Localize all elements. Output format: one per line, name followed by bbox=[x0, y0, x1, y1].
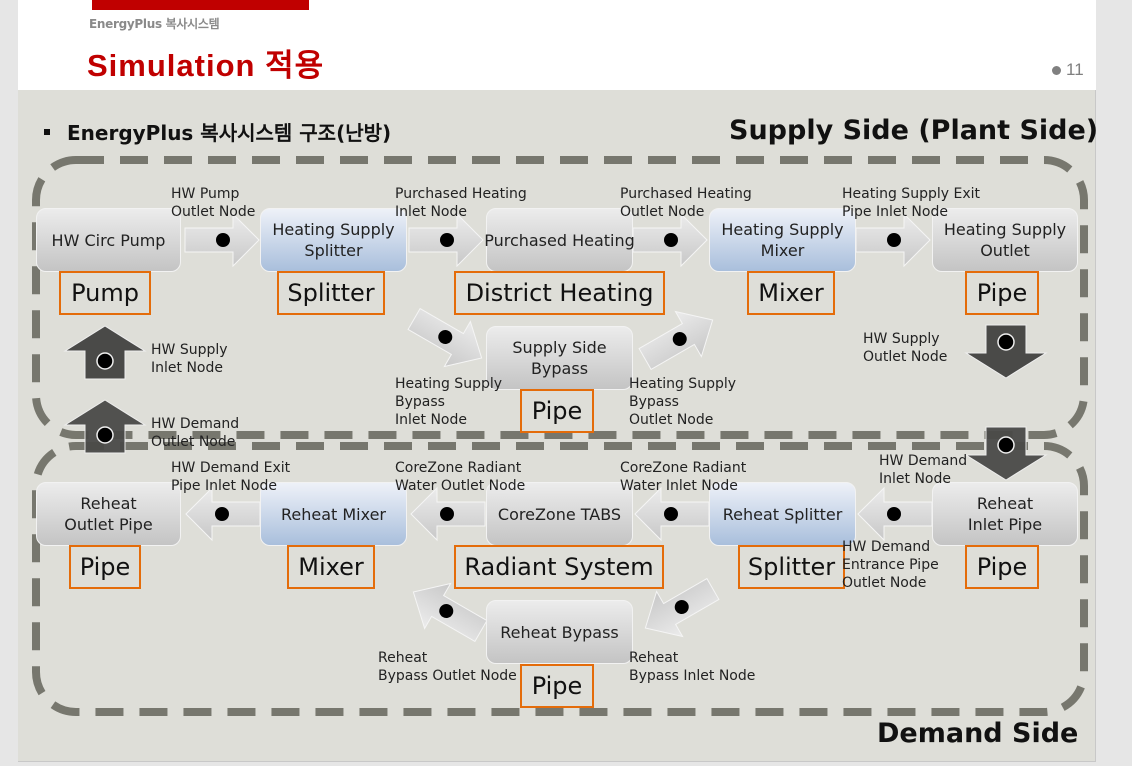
page-number-value: 11 bbox=[1066, 60, 1084, 79]
component-label: HW Circ Pump bbox=[51, 230, 166, 250]
node-label: Reheat Bypass Inlet Node bbox=[629, 650, 756, 684]
flow-arrow-right bbox=[408, 212, 484, 268]
component-reheat-inlet-pipe[interactable]: Reheat Inlet Pipe bbox=[932, 482, 1078, 546]
node-label: HW Supply Inlet Node bbox=[151, 342, 228, 376]
type-tag-pipe: Pipe bbox=[69, 545, 141, 589]
component-label: Purchased Heating bbox=[484, 230, 635, 250]
component-label: CoreZone TABS bbox=[497, 504, 622, 524]
flow-arrow-right bbox=[632, 212, 708, 268]
type-tag-mixer: Mixer bbox=[287, 545, 375, 589]
component-label: Heating Supply Mixer bbox=[721, 220, 844, 260]
bypass-arrow-in bbox=[407, 307, 483, 368]
section-heading: EnergyPlus 복사시스템 구조(난방) bbox=[44, 117, 391, 146]
type-tag-district-heating: District Heating bbox=[454, 271, 665, 315]
type-tag-pipe: Pipe bbox=[965, 545, 1039, 589]
node-dot-icon bbox=[672, 332, 687, 346]
node-label: HW Pump Outlet Node bbox=[171, 186, 256, 220]
flow-arrow-up bbox=[63, 399, 147, 454]
node-dot-icon bbox=[96, 352, 114, 370]
flow-arrow-left bbox=[634, 486, 710, 542]
component-label: Heating Supply Splitter bbox=[272, 220, 395, 260]
slide-subtitle: EnergyPlus 복사시스템 bbox=[89, 17, 220, 31]
node-dot-icon bbox=[887, 507, 901, 521]
flow-arrow-up bbox=[63, 325, 147, 380]
slide-title: Simulation 적용 bbox=[87, 48, 325, 83]
node-dot-icon bbox=[440, 507, 454, 521]
node-dot-icon bbox=[997, 333, 1015, 351]
component-label: Heating Supply Outlet bbox=[943, 220, 1067, 260]
component-supply-side-bypass[interactable]: Supply Side Bypass bbox=[486, 326, 633, 390]
node-label: Heating Supply Bypass Outlet Node bbox=[629, 376, 737, 428]
node-dot-icon bbox=[997, 436, 1015, 454]
component-purchased-heating[interactable]: Purchased Heating bbox=[484, 208, 635, 272]
node-dot-icon bbox=[674, 600, 689, 614]
flow-arrow-right bbox=[184, 212, 260, 268]
node-label: HW Demand Entrance Pipe Outlet Node bbox=[842, 539, 939, 591]
node-label: HW Supply Outlet Node bbox=[863, 331, 948, 365]
bypass-arrow-out bbox=[412, 582, 488, 643]
node-dot-icon bbox=[439, 604, 454, 618]
node-label: HW Demand Inlet Node bbox=[879, 453, 968, 487]
bullet-dot-icon bbox=[1052, 66, 1061, 76]
node-dot-icon bbox=[216, 233, 230, 247]
bypass-arrow-out bbox=[638, 310, 714, 371]
type-tag-pipe: Pipe bbox=[520, 389, 594, 433]
node-dot-icon bbox=[438, 330, 453, 344]
component-reheat-bypass[interactable]: Reheat Bypass bbox=[486, 600, 633, 664]
bullet-square-icon bbox=[44, 128, 50, 135]
component-reheat-splitter[interactable]: Reheat Splitter bbox=[709, 482, 856, 546]
component-label: Reheat Mixer bbox=[280, 504, 387, 524]
component-heating-supply-mixer[interactable]: Heating Supply Mixer bbox=[709, 208, 856, 272]
flow-arrow-left bbox=[410, 486, 486, 542]
node-label: CoreZone Radiant Water Outlet Node bbox=[395, 460, 526, 494]
node-label: Purchased Heating Outlet Node bbox=[620, 186, 752, 220]
type-tag-splitter: Splitter bbox=[277, 271, 385, 315]
node-label: Purchased Heating Inlet Node bbox=[395, 186, 527, 220]
node-dot-icon bbox=[664, 233, 678, 247]
type-tag-splitter: Splitter bbox=[738, 545, 845, 589]
bypass-arrow-in bbox=[644, 577, 720, 638]
component-hw-circ-pump[interactable]: HW Circ Pump bbox=[36, 208, 181, 272]
type-tag-pipe: Pipe bbox=[520, 664, 594, 708]
node-dot-icon bbox=[96, 426, 114, 444]
component-label: Reheat Bypass bbox=[500, 622, 619, 642]
header-accent-bar bbox=[92, 0, 309, 10]
supply-side-boundary bbox=[32, 156, 1088, 439]
component-corezone-tabs[interactable]: CoreZone TABS bbox=[486, 482, 633, 546]
type-tag-pump: Pump bbox=[59, 271, 151, 315]
type-tag-mixer: Mixer bbox=[747, 271, 835, 315]
flow-arrow-right bbox=[855, 212, 931, 268]
component-label: Reheat Inlet Pipe bbox=[967, 494, 1043, 534]
node-dot-icon bbox=[440, 233, 454, 247]
demand-side-label: Demand Side bbox=[877, 718, 1079, 749]
section-heading-text: EnergyPlus 복사시스템 구조(난방) bbox=[67, 121, 392, 145]
component-reheat-mixer[interactable]: Reheat Mixer bbox=[260, 482, 407, 546]
type-tag-radiant-system: Radiant System bbox=[454, 545, 664, 589]
component-label: Reheat Splitter bbox=[722, 504, 843, 524]
flow-arrow-left bbox=[857, 486, 933, 542]
node-dot-icon bbox=[215, 507, 229, 521]
component-heating-supply-splitter[interactable]: Heating Supply Splitter bbox=[260, 208, 407, 272]
node-label: HW Demand Exit Pipe Inlet Node bbox=[171, 460, 291, 494]
flow-arrow-down bbox=[964, 324, 1048, 379]
slide-header bbox=[18, 0, 1096, 90]
page-number: 11 bbox=[1052, 60, 1084, 80]
node-label: HW Demand Outlet Node bbox=[151, 416, 240, 450]
flow-arrow-down bbox=[964, 426, 1048, 481]
supply-side-label: Supply Side (Plant Side) bbox=[729, 115, 1099, 146]
node-label: Heating Supply Bypass Inlet Node bbox=[395, 376, 503, 428]
demand-side-boundary bbox=[32, 442, 1088, 716]
component-label: Reheat Outlet Pipe bbox=[64, 494, 153, 534]
node-dot-icon bbox=[664, 507, 678, 521]
node-dot-icon bbox=[887, 233, 901, 247]
node-label: Reheat Bypass Outlet Node bbox=[378, 650, 517, 684]
component-reheat-outlet-pipe[interactable]: Reheat Outlet Pipe bbox=[36, 482, 181, 546]
flow-arrow-left bbox=[185, 486, 261, 542]
component-label: Supply Side Bypass bbox=[512, 338, 607, 378]
type-tag-pipe: Pipe bbox=[965, 271, 1039, 315]
node-label: Heating Supply Exit Pipe Inlet Node bbox=[842, 186, 980, 220]
node-label: CoreZone Radiant Water Inlet Node bbox=[620, 460, 747, 494]
